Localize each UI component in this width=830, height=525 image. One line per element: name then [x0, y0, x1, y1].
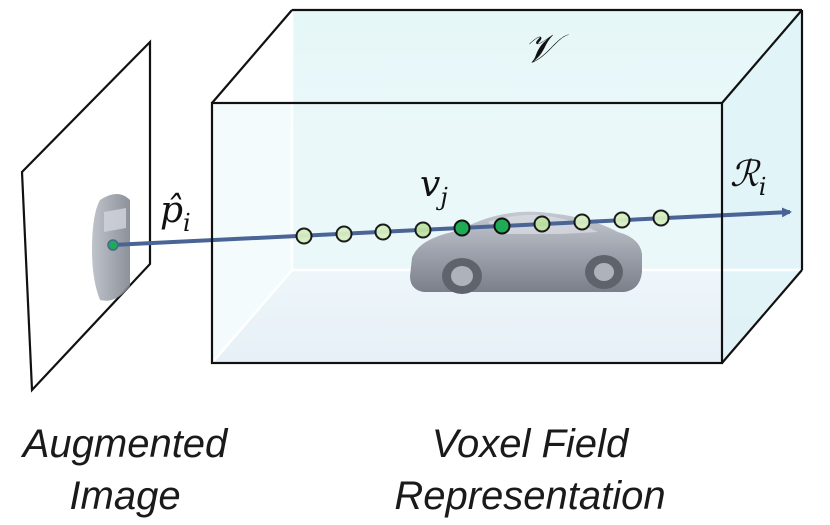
voxel-samples	[295, 209, 670, 245]
pixel-symbol: p̂	[160, 190, 183, 231]
voxel-sample	[533, 215, 551, 233]
voxel-sample	[652, 209, 670, 227]
voxel-box-edges	[210, 8, 804, 365]
voxel-sample	[295, 227, 313, 245]
voxel-sample-active	[493, 217, 511, 235]
voxel-symbol: v	[420, 164, 440, 205]
voxel-sample	[573, 213, 591, 231]
voxel-sample	[613, 211, 631, 229]
pixel-subscript: i	[183, 209, 191, 237]
caption-right-line2: Representation	[394, 474, 666, 518]
caption-left-line1: Augmented	[22, 422, 228, 466]
ray-subscript: i	[759, 173, 767, 201]
voxel-box-right-face	[722, 10, 802, 363]
voxel-sample	[335, 225, 353, 243]
caption-right-line1: Voxel Field	[431, 422, 629, 466]
voxel-sample	[374, 223, 392, 241]
ray-symbol: ℛ	[730, 154, 761, 195]
pixel-label: p̂i	[160, 190, 191, 237]
voxel-sample-active	[453, 219, 471, 237]
ray-arrow	[111, 207, 792, 247]
ray-label: ℛi	[730, 154, 766, 201]
caption-augmented-image: Augmented Image	[0, 418, 250, 522]
voxel-sample	[414, 221, 432, 239]
voxel-label: vj	[420, 164, 448, 211]
pixel-point	[107, 239, 119, 251]
caption-left-line2: Image	[69, 474, 181, 518]
caption-voxel-field: Voxel Field Representation	[380, 418, 680, 522]
image-plane	[20, 39, 152, 393]
